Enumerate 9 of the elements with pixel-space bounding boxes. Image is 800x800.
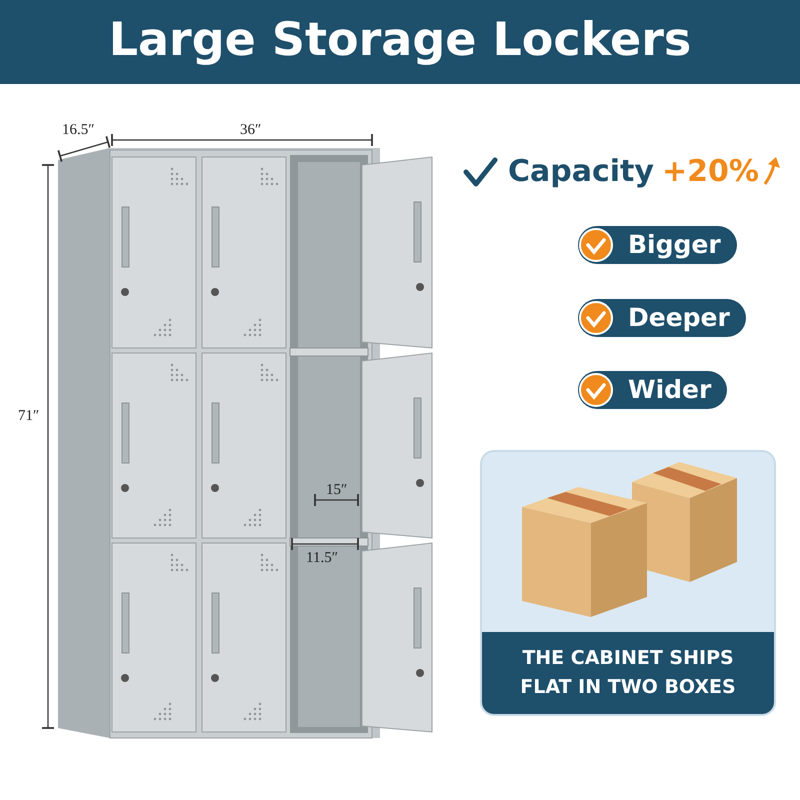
capacity-percent: +20% xyxy=(662,154,759,189)
dimension-label: 36″ xyxy=(240,122,262,139)
capacity-text: Capacity xyxy=(508,154,654,189)
dimension-label: 15″ xyxy=(326,482,348,499)
dimension-label: 16.5″ xyxy=(62,122,94,139)
dimension-label: 11.5″ xyxy=(306,550,338,567)
title: Large Storage Lockers xyxy=(108,12,692,66)
caption-text: THE CABINET SHIPS FLAT IN TWO BOXES xyxy=(519,646,737,700)
dimension-label: 71″ xyxy=(18,408,40,425)
